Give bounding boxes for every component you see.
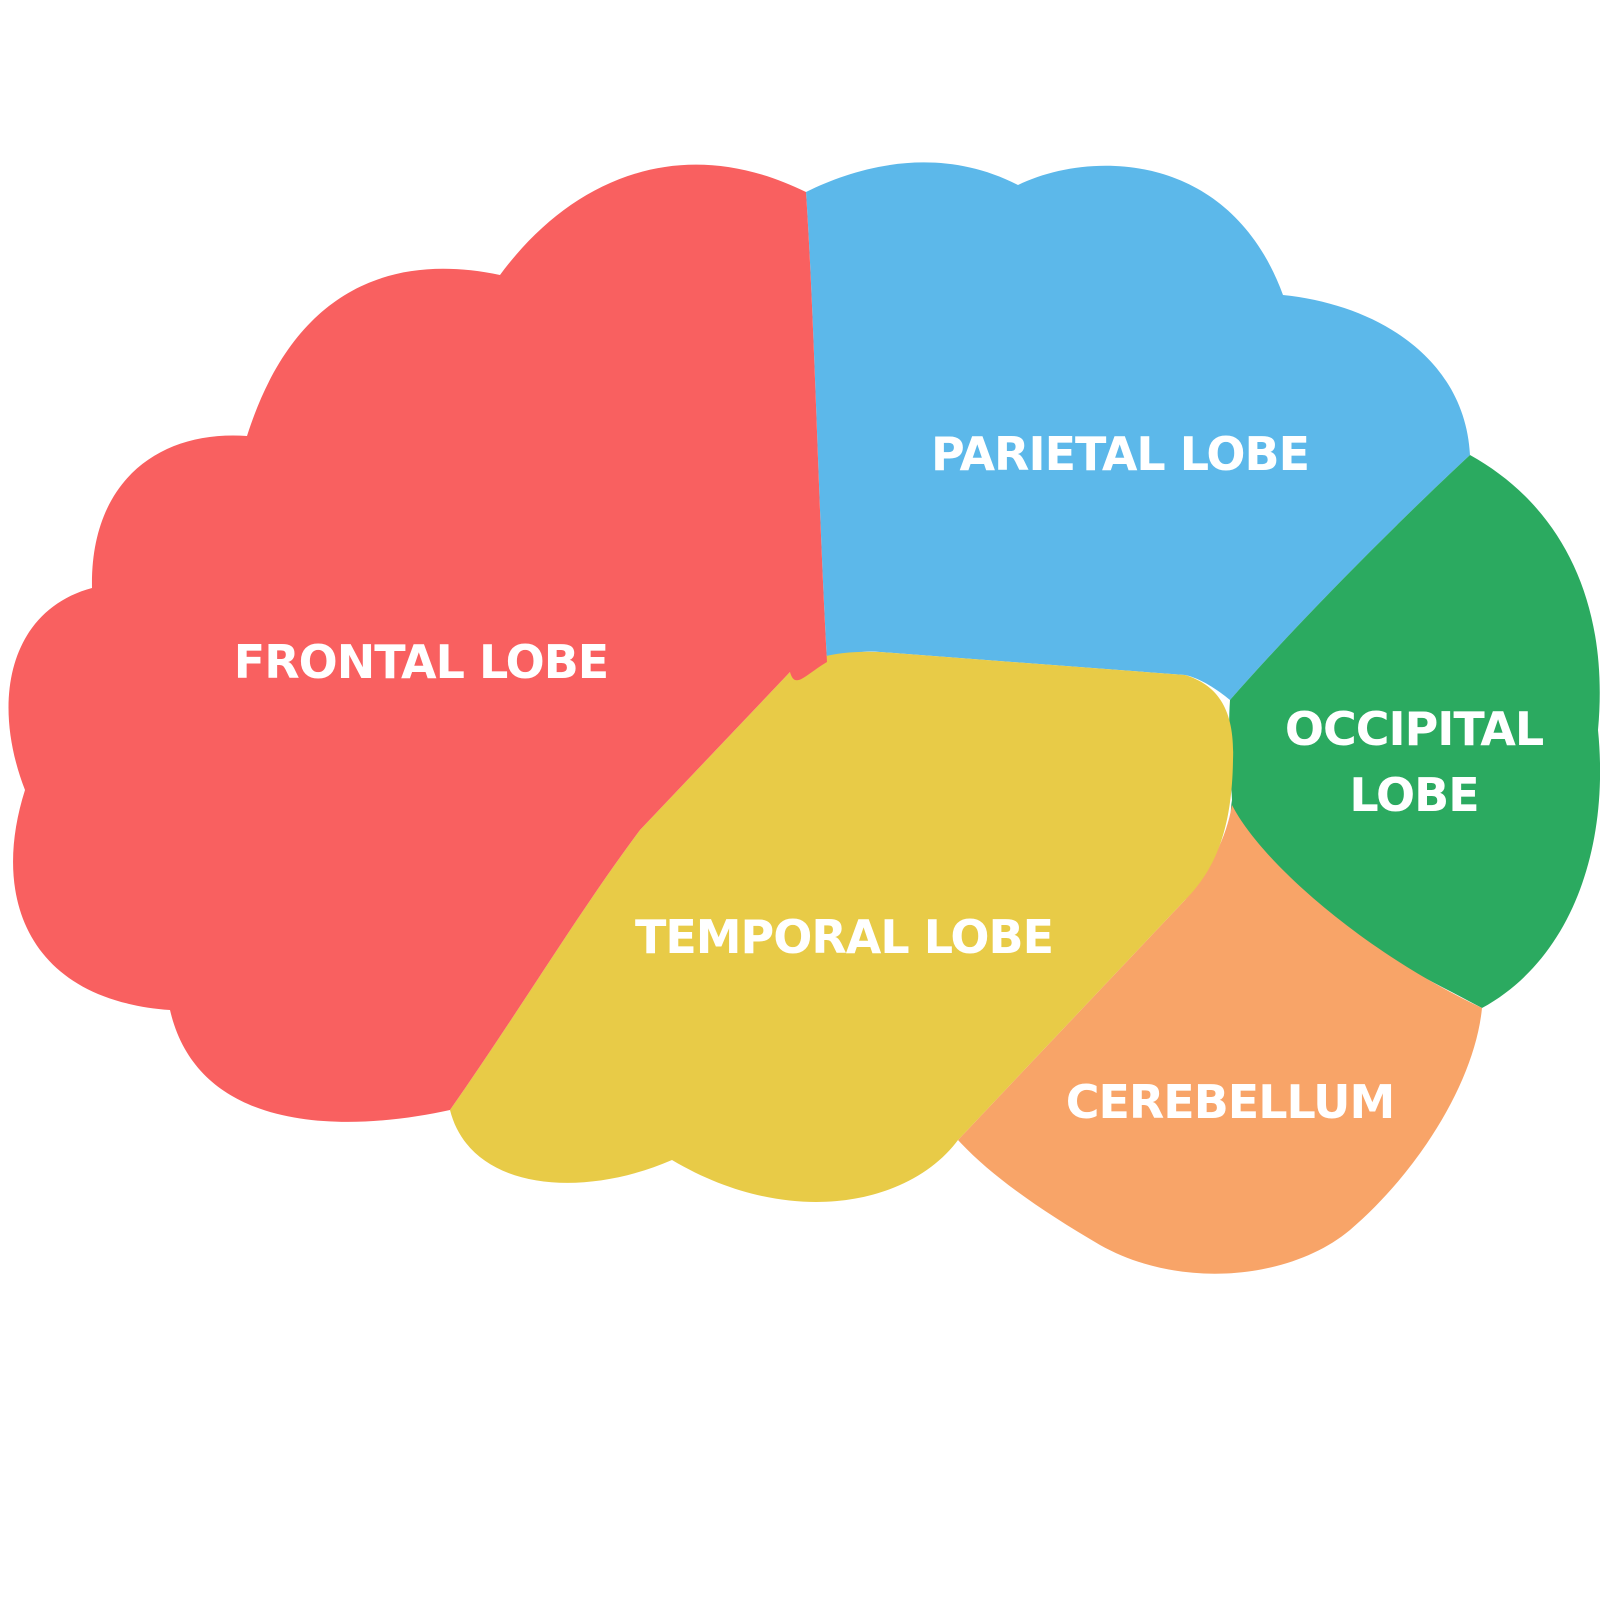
parietal-label-line: PARIETAL LOBE [931, 427, 1309, 481]
occipital-label-line: OCCIPITAL [1285, 702, 1544, 756]
temporal-lobe-label: TEMPORAL LOBE [635, 910, 1053, 964]
frontal-lobe-region [8, 164, 828, 1122]
occipital-lobe-label: OCCIPITAL LOBE [1285, 702, 1544, 822]
cerebellum-label-line: CEREBELLUM [1066, 1075, 1395, 1129]
parietal-lobe-region [806, 162, 1470, 700]
frontal-label-line: FRONTAL LOBE [234, 635, 608, 689]
cerebellum-label: CEREBELLUM [1066, 1075, 1395, 1129]
frontal-lobe-label: FRONTAL LOBE [234, 635, 608, 689]
parietal-lobe-label: PARIETAL LOBE [931, 427, 1309, 481]
cerebellum-region [958, 805, 1482, 1274]
temporal-lobe-region [450, 651, 1234, 1203]
temporal-label-line: TEMPORAL LOBE [635, 910, 1053, 964]
occipital-lobe-region [1229, 455, 1600, 1008]
occipital-label-line: LOBE [1349, 768, 1478, 822]
